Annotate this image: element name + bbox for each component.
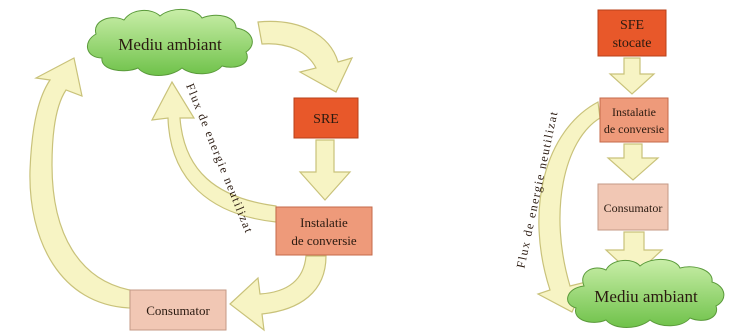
unused-flow-arrow-right — [536, 101, 601, 313]
left-diagram: Mediu ambiant SRE Instalatie de conversi… — [29, 9, 373, 332]
stored-label-line2: stocate — [613, 36, 652, 51]
environment-label: Mediu ambiant — [118, 35, 222, 54]
environment-cloud — [87, 9, 253, 76]
env-to-source-arrow — [257, 20, 354, 93]
environment-right-label: Mediu ambiant — [594, 287, 698, 306]
consumer-box-right — [597, 183, 669, 231]
converter-to-consumer-arrow — [229, 255, 327, 332]
return-arrow-outer — [29, 57, 131, 309]
stored-to-converter-arrow — [608, 57, 656, 95]
converter-box — [275, 206, 373, 256]
converter-label-line2: de conversie — [291, 233, 357, 248]
converter-box-right — [599, 97, 669, 143]
source-label: SRE — [313, 112, 339, 127]
unused-flow-arrow — [150, 80, 277, 223]
unused-flow-label: Flux de energie neutilizat — [183, 81, 256, 236]
consumer-box — [129, 289, 227, 331]
converter-right-line2: de conversie — [604, 122, 664, 136]
converter-right-line1: Instalatie — [612, 105, 656, 119]
consumer-label: Consumator — [146, 303, 210, 318]
stored-label-line1: SFE — [620, 18, 644, 33]
source-box — [293, 97, 359, 139]
environment-cloud-right — [567, 259, 725, 328]
consumer-right-label: Consumator — [604, 201, 663, 215]
converter-to-consumer-arrow-right — [606, 143, 660, 181]
source-to-converter-arrow — [298, 139, 352, 201]
converter-label-line1: Instalatie — [300, 215, 348, 230]
stored-energy-box — [597, 9, 667, 57]
right-diagram: SFE stocate Instalatie de conversie Cons… — [513, 9, 725, 328]
